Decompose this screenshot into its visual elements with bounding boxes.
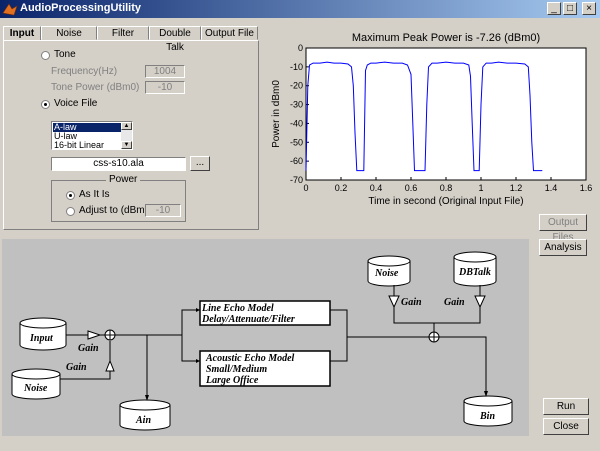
gain-triangle bbox=[474, 295, 486, 309]
wire bbox=[181, 309, 200, 362]
signal-flow-svg: Input Noise Gain Gain Ain Noise DBTalk G… bbox=[11, 251, 513, 431]
gain-triangle bbox=[388, 295, 400, 309]
x-tick-label: 1.6 bbox=[580, 183, 593, 193]
x-tick-label: 0.8 bbox=[440, 183, 453, 193]
voice-file-label: Voice File bbox=[54, 98, 98, 109]
list-item[interactable]: A-law bbox=[53, 123, 122, 132]
analysis-button[interactable]: Analysis bbox=[539, 239, 587, 256]
minimize-button[interactable]: _ bbox=[547, 2, 561, 15]
tone-label: Tone bbox=[54, 49, 76, 60]
chart-title: Maximum Peak Power is -7.26 (dBm0) bbox=[352, 32, 540, 44]
line-echo-subtitle: Delay/Attenuate/Filter bbox=[201, 314, 295, 325]
wire bbox=[439, 336, 487, 391]
noise-label-2: Noise bbox=[374, 268, 399, 279]
wire bbox=[393, 307, 481, 324]
noise-cylinder bbox=[11, 368, 61, 400]
dbtalk-label: DBTalk bbox=[458, 267, 491, 278]
gain-triangle bbox=[105, 359, 115, 372]
adjust-field[interactable]: -10 bbox=[145, 204, 181, 217]
noise-cylinder-2 bbox=[367, 255, 411, 287]
tab-output-file[interactable]: Output File bbox=[201, 26, 258, 40]
listbox-scrollbar[interactable]: ▲ ▼ bbox=[121, 122, 132, 149]
x-tick-label: 0.6 bbox=[405, 183, 418, 193]
gain-label: Gain bbox=[66, 362, 87, 373]
dbtalk-cylinder bbox=[453, 251, 497, 287]
noise-label: Noise bbox=[23, 383, 48, 394]
list-item[interactable]: 16-bit Linear bbox=[54, 140, 105, 150]
x-tick-label: 0.4 bbox=[370, 183, 383, 193]
tone-radio[interactable] bbox=[41, 51, 50, 60]
as-it-is-radio[interactable] bbox=[66, 191, 75, 200]
line-echo-title: Line Echo Model bbox=[201, 303, 274, 314]
list-item[interactable]: U-law bbox=[54, 131, 78, 141]
x-tick-label: 1 bbox=[478, 183, 483, 193]
frequency-field[interactable]: 1004 bbox=[145, 65, 185, 78]
y-tick-label: 0 bbox=[298, 43, 303, 53]
acoustic-echo-model-box bbox=[199, 350, 331, 387]
line-echo-model-box bbox=[199, 300, 331, 326]
gain-label: Gain bbox=[401, 297, 422, 308]
scroll-up-icon[interactable]: ▲ bbox=[121, 122, 132, 130]
series-line bbox=[305, 61, 543, 172]
y-tick-label: -50 bbox=[290, 137, 303, 147]
tab-noise[interactable]: Noise bbox=[41, 26, 97, 40]
tone-power-label: Tone Power (dBm0) bbox=[51, 82, 140, 93]
plot-area bbox=[305, 47, 587, 181]
x-tick-label: 1.4 bbox=[545, 183, 558, 193]
acoustic-echo-sub2: Large Office bbox=[205, 375, 259, 386]
title-bar[interactable]: AudioProcessingUtility _ □ × bbox=[0, 0, 600, 18]
gain-label: Gain bbox=[78, 343, 99, 354]
y-tick-label: -60 bbox=[290, 156, 303, 166]
x-axis-label: Time in second (Original Input File) bbox=[368, 196, 523, 207]
tone-power-field[interactable]: -10 bbox=[145, 81, 185, 94]
as-it-is-label: As It Is bbox=[79, 189, 110, 200]
run-button[interactable]: Run bbox=[543, 398, 589, 415]
voice-file-radio[interactable] bbox=[41, 100, 50, 109]
y-tick-label: -20 bbox=[290, 81, 303, 91]
codec-listbox[interactable]: A-law U-law 16-bit Linear ▲ ▼ bbox=[51, 121, 133, 150]
x-tick-label: 0.2 bbox=[335, 183, 348, 193]
frequency-label: Frequency(Hz) bbox=[51, 66, 118, 77]
bin-cylinder bbox=[463, 395, 513, 427]
adjust-label: Adjust to (dBm0) bbox=[79, 205, 154, 216]
tab-input[interactable]: Input bbox=[3, 26, 41, 41]
acoustic-echo-title: Acoustic Echo Model bbox=[205, 353, 295, 364]
output-files-button[interactable]: Output Files bbox=[539, 214, 587, 243]
browse-button[interactable]: ... bbox=[190, 156, 210, 171]
adjust-radio[interactable] bbox=[66, 207, 75, 216]
wire bbox=[330, 309, 348, 362]
ain-label: Ain bbox=[135, 415, 151, 426]
maximize-button[interactable]: □ bbox=[563, 2, 577, 15]
tab-filter[interactable]: Filter bbox=[97, 26, 149, 40]
ain-cylinder bbox=[119, 399, 171, 431]
matlab-icon bbox=[2, 3, 18, 16]
x-tick-label: 0 bbox=[303, 183, 308, 193]
y-tick-label: -30 bbox=[290, 100, 303, 110]
tab-double-talk[interactable]: Double Talk bbox=[149, 26, 201, 53]
y-tick-label: -70 bbox=[290, 175, 303, 185]
gain-label: Gain bbox=[444, 297, 465, 308]
close-button[interactable]: Close bbox=[543, 418, 589, 435]
bin-label: Bin bbox=[479, 411, 495, 422]
scroll-down-icon[interactable]: ▼ bbox=[121, 141, 132, 149]
input-tab-panel bbox=[3, 40, 259, 230]
gain-triangle bbox=[87, 330, 102, 340]
y-axis-label: Power in dBm0 bbox=[271, 80, 282, 148]
acoustic-echo-sub1: Small/Medium bbox=[206, 364, 267, 375]
y-tick-label: -10 bbox=[290, 62, 303, 72]
close-window-button[interactable]: × bbox=[582, 2, 596, 15]
input-label: Input bbox=[29, 333, 54, 344]
input-cylinder bbox=[19, 317, 67, 351]
wire bbox=[60, 371, 111, 380]
file-name-field[interactable]: css-s10.ala bbox=[51, 157, 186, 171]
window-title: AudioProcessingUtility bbox=[20, 2, 142, 14]
power-chart: Maximum Peak Power is -7.26 (dBm0) 0 0.2 0… bbox=[271, 32, 593, 207]
power-group-title: Power bbox=[106, 174, 141, 185]
y-tick-label: -40 bbox=[290, 118, 303, 128]
x-tick-label: 1.2 bbox=[510, 183, 523, 193]
